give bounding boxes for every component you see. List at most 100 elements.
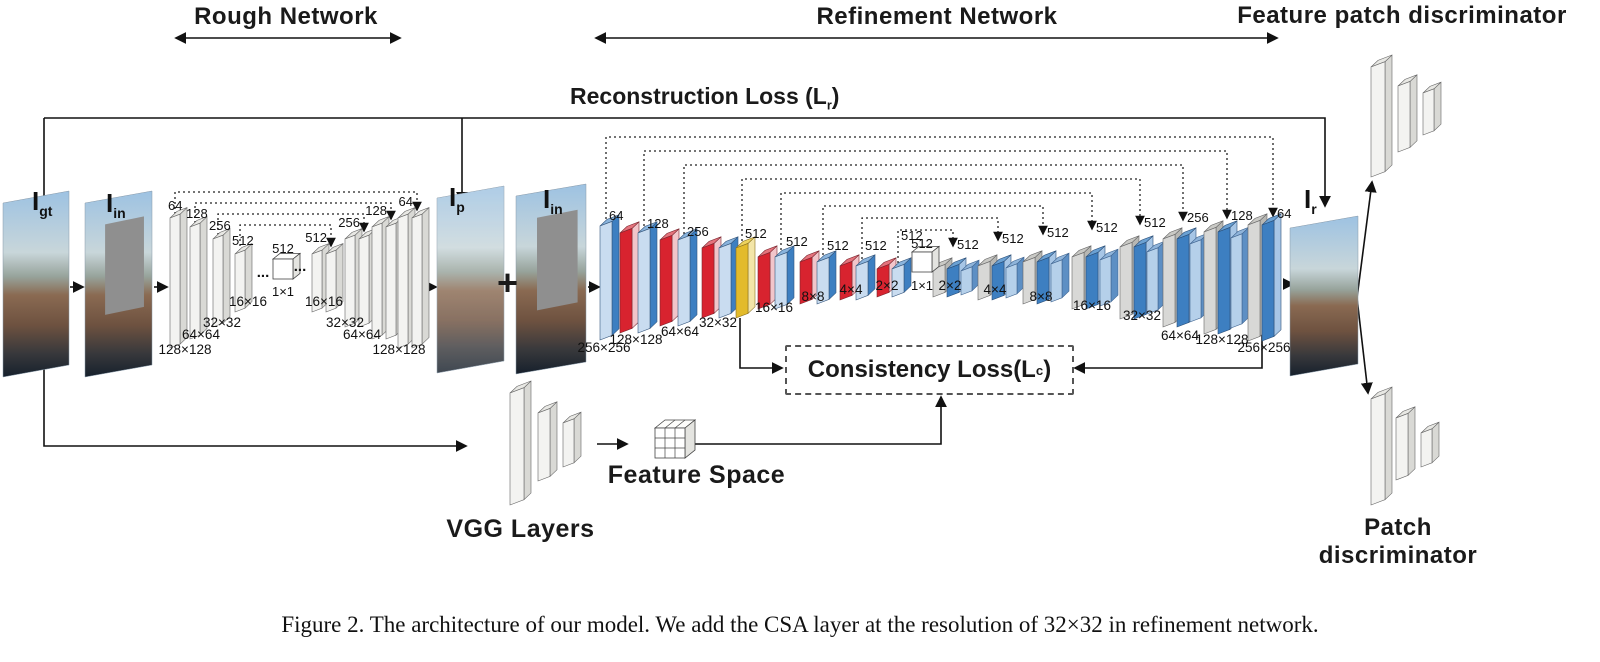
rough-channel-label: 256 xyxy=(338,215,360,230)
refine-conv-block-blue_enc xyxy=(816,250,837,305)
rough-dimension-label: 128×128 xyxy=(373,342,426,357)
refine-channel-label: 512 xyxy=(865,238,887,253)
ir-to-patch-disc xyxy=(1356,297,1373,395)
refine-dimension-label: 128×128 xyxy=(610,332,663,347)
refine-channel-label: 512 xyxy=(1144,215,1166,230)
rough-conv-block xyxy=(169,206,188,349)
refine-conv-block-blue_enc xyxy=(677,228,698,327)
rough-channel-label: 64 xyxy=(399,194,413,209)
refinement-network-title: Refinement Network xyxy=(816,3,1058,30)
refine-conv-block-red xyxy=(701,236,722,319)
refine-dimension-label: 256×256 xyxy=(578,340,631,355)
refine-dimension-label: 2×2 xyxy=(876,278,899,293)
rough-skip-connection xyxy=(217,213,369,235)
figure-caption: Figure 2. The architecture of our model.… xyxy=(281,612,1319,637)
rough-skip-connection xyxy=(194,202,396,223)
refine-dimension-label: 64×64 xyxy=(1161,328,1199,343)
rough-dimension-label: 32×32 xyxy=(203,315,241,330)
refine-conv-block-lb xyxy=(1146,240,1166,315)
rough-dimension-label: 128×128 xyxy=(159,342,212,357)
refine-channel-label: 256 xyxy=(687,224,709,239)
image-label-refine-input-masked: Iin xyxy=(543,184,563,217)
refine-conv-block-lb xyxy=(1230,226,1250,329)
refine-channel-label: 128 xyxy=(647,216,669,231)
rough-conv-block xyxy=(234,242,253,313)
patch-discriminator-block xyxy=(1370,386,1393,506)
refine-conv-block-red xyxy=(619,221,640,334)
consistency-loss-text: Consistency Loss(L xyxy=(807,356,1036,383)
rough-skip-connection xyxy=(239,224,336,251)
rough-ellipsis: ... xyxy=(294,258,307,275)
rough-dimension-label: 16×16 xyxy=(305,294,343,309)
rough-channel-label: 512 xyxy=(232,233,254,248)
reconstruction-loss-label: Reconstruction Loss (Lr) xyxy=(570,83,839,113)
mask-region xyxy=(105,216,144,315)
rough-bottleneck-cube xyxy=(271,252,302,280)
refine-cube-label: 512 xyxy=(911,236,933,251)
refine-dimension-label: 16×16 xyxy=(755,300,793,315)
refine-conv-block-lb xyxy=(1005,256,1025,299)
rough-conv-block xyxy=(212,227,231,328)
rough-conv-block xyxy=(189,215,208,340)
refine-skip-connection xyxy=(780,192,1097,255)
refine-conv-block-red xyxy=(659,228,680,327)
refine-conv-block-blue_enc xyxy=(718,236,739,319)
refine-channel-label: 512 xyxy=(827,238,849,253)
feature-space-cube xyxy=(653,419,697,459)
refine-channel-label: 512 xyxy=(1002,231,1024,246)
rough-skip-connection xyxy=(174,191,422,214)
photo-refined-result xyxy=(1289,215,1359,377)
photo-input-masked xyxy=(84,190,153,378)
rough-dimension-label: 32×32 xyxy=(326,315,364,330)
photo-refine-input-masked xyxy=(515,183,587,375)
refine-channel-label: 64 xyxy=(1277,206,1291,221)
csa-to-consistency xyxy=(739,318,784,374)
rough-channel-label: 64 xyxy=(168,198,182,213)
patch-discriminator-title: Patch discriminator xyxy=(1318,514,1478,569)
refine-dimension-label: 16×16 xyxy=(1073,298,1111,313)
refine-conv-block-blue_enc xyxy=(637,221,658,334)
refine-channel-label: 512 xyxy=(786,234,808,249)
refine-conv-block-yellow xyxy=(735,236,756,319)
refine-dimension-label: 4×4 xyxy=(840,282,863,297)
refine-channel-label: 256 xyxy=(1187,210,1209,225)
rough-network-title: Rough Network xyxy=(194,3,378,30)
rough-cube-label: 1×1 xyxy=(272,284,294,299)
refine-cube-label: 1×1 xyxy=(911,278,933,293)
consistency-loss-close: ) xyxy=(1043,356,1052,383)
vgg-layer-block xyxy=(537,401,558,482)
rough-dimension-label: 64×64 xyxy=(343,327,381,342)
refine-skip-connection xyxy=(643,150,1232,231)
refine-conv-block-blue_enc xyxy=(891,257,912,298)
feature-space-title: Feature Space xyxy=(607,461,786,489)
refine-dimension-label: 2×2 xyxy=(939,278,962,293)
reconstruction-loss-text: Reconstruction Loss (L xyxy=(570,83,827,109)
refine-conv-block-blue_enc xyxy=(599,214,620,341)
rough-conv-block xyxy=(411,206,430,349)
image-label-refined-result: Ir xyxy=(1304,184,1317,217)
rough-ellipsis: ... xyxy=(257,264,270,281)
vgg-layer-block xyxy=(509,380,532,506)
refine-channel-label: 128 xyxy=(1231,208,1253,223)
refine-dimension-label: 256×256 xyxy=(1238,340,1291,355)
rough-dimension-label: 64×64 xyxy=(182,327,220,342)
rough-channel-label: 256 xyxy=(209,218,231,233)
refine-conv-block-lb xyxy=(1050,252,1070,303)
refine-channel-label: 512 xyxy=(1096,220,1118,235)
feature-patch-discriminator-block xyxy=(1422,81,1442,136)
patch-discriminator-block xyxy=(1420,421,1440,468)
refine-channel-label: 512 xyxy=(901,228,923,243)
refine-conv-block-blue_enc xyxy=(774,245,795,310)
consistency-loss-subscript: c xyxy=(1035,362,1044,378)
rough-channel-label: 512 xyxy=(305,230,327,245)
vgg-layers-title: VGG Layers xyxy=(446,515,595,543)
refine-dimension-label: 32×32 xyxy=(699,315,737,330)
refine-conv-block-lb xyxy=(960,259,980,296)
refine-skip-connection xyxy=(683,164,1188,239)
refine-conv-block-lb xyxy=(1099,248,1119,307)
rough-conv-block xyxy=(325,242,344,313)
rough-dimension-label: 16×16 xyxy=(229,294,267,309)
rough-conv-block xyxy=(344,227,363,328)
